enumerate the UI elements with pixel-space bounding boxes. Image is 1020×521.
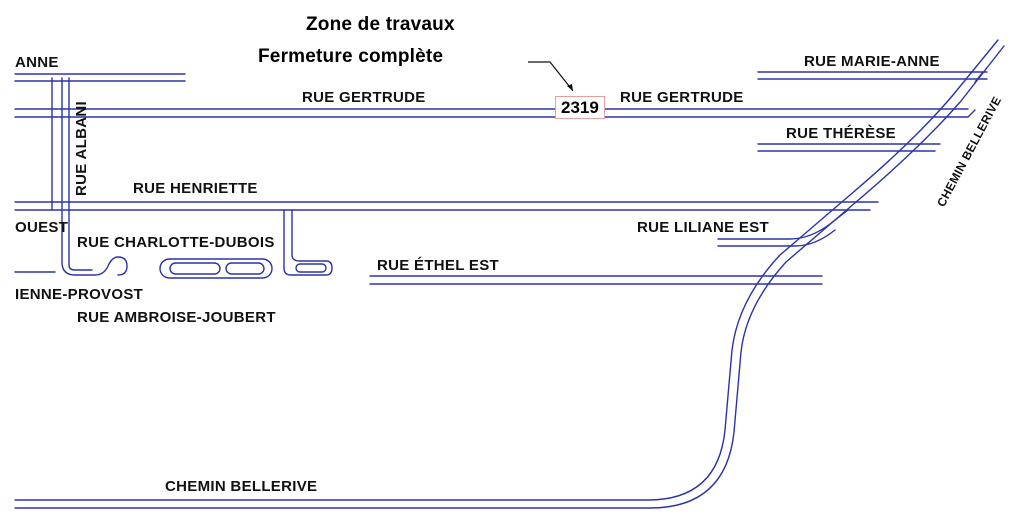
- work-zone-marker: 2319: [555, 96, 605, 119]
- street-label-gertrude-east: RUE GERTRUDE: [620, 89, 744, 106]
- street-label-anne: ANNE: [15, 54, 59, 71]
- street-label-ethel-est: RUE ÉTHEL EST: [377, 257, 499, 274]
- work-zone-subtitle: Fermeture complète: [258, 46, 444, 67]
- street-label-therese: RUE THÉRÈSE: [786, 125, 896, 142]
- road-therese: [757, 143, 941, 152]
- street-label-provost: IENNE-PROVOST: [15, 286, 144, 303]
- street-label-albani: RUE ALBANI: [73, 101, 90, 196]
- road-albani: [61, 77, 128, 276]
- road-marie-anne: [757, 71, 988, 80]
- street-label-ambroise-joubert: RUE AMBROISE-JOUBERT: [77, 309, 276, 326]
- street-label-chemin-bellerive: CHEMIN BELLERIVE: [165, 478, 318, 495]
- road-ethel-est: [369, 275, 823, 285]
- road-charlotte-dubois-loop: [159, 258, 273, 279]
- marker-leader: [528, 61, 574, 92]
- street-label-gertrude-west: RUE GERTRUDE: [302, 89, 426, 106]
- road-anne-west: [14, 73, 186, 82]
- street-label-henriette: RUE HENRIETTE: [133, 180, 258, 197]
- work-zone-title: Zone de travaux: [306, 14, 455, 35]
- street-label-liliane-est: RUE LILIANE EST: [637, 219, 770, 236]
- road-charlotte-dubois-east: [283, 209, 333, 276]
- road-gertrude: [14, 108, 969, 118]
- road-henriette: [14, 201, 879, 211]
- road-west-stub: [14, 77, 56, 273]
- street-label-marie-anne: RUE MARIE-ANNE: [804, 53, 940, 70]
- road-chemin-bellerive: [14, 39, 1005, 509]
- street-label-ouest: OUEST: [15, 219, 69, 236]
- street-label-charlotte-dubois: RUE CHARLOTTE-DUBOIS: [77, 234, 275, 251]
